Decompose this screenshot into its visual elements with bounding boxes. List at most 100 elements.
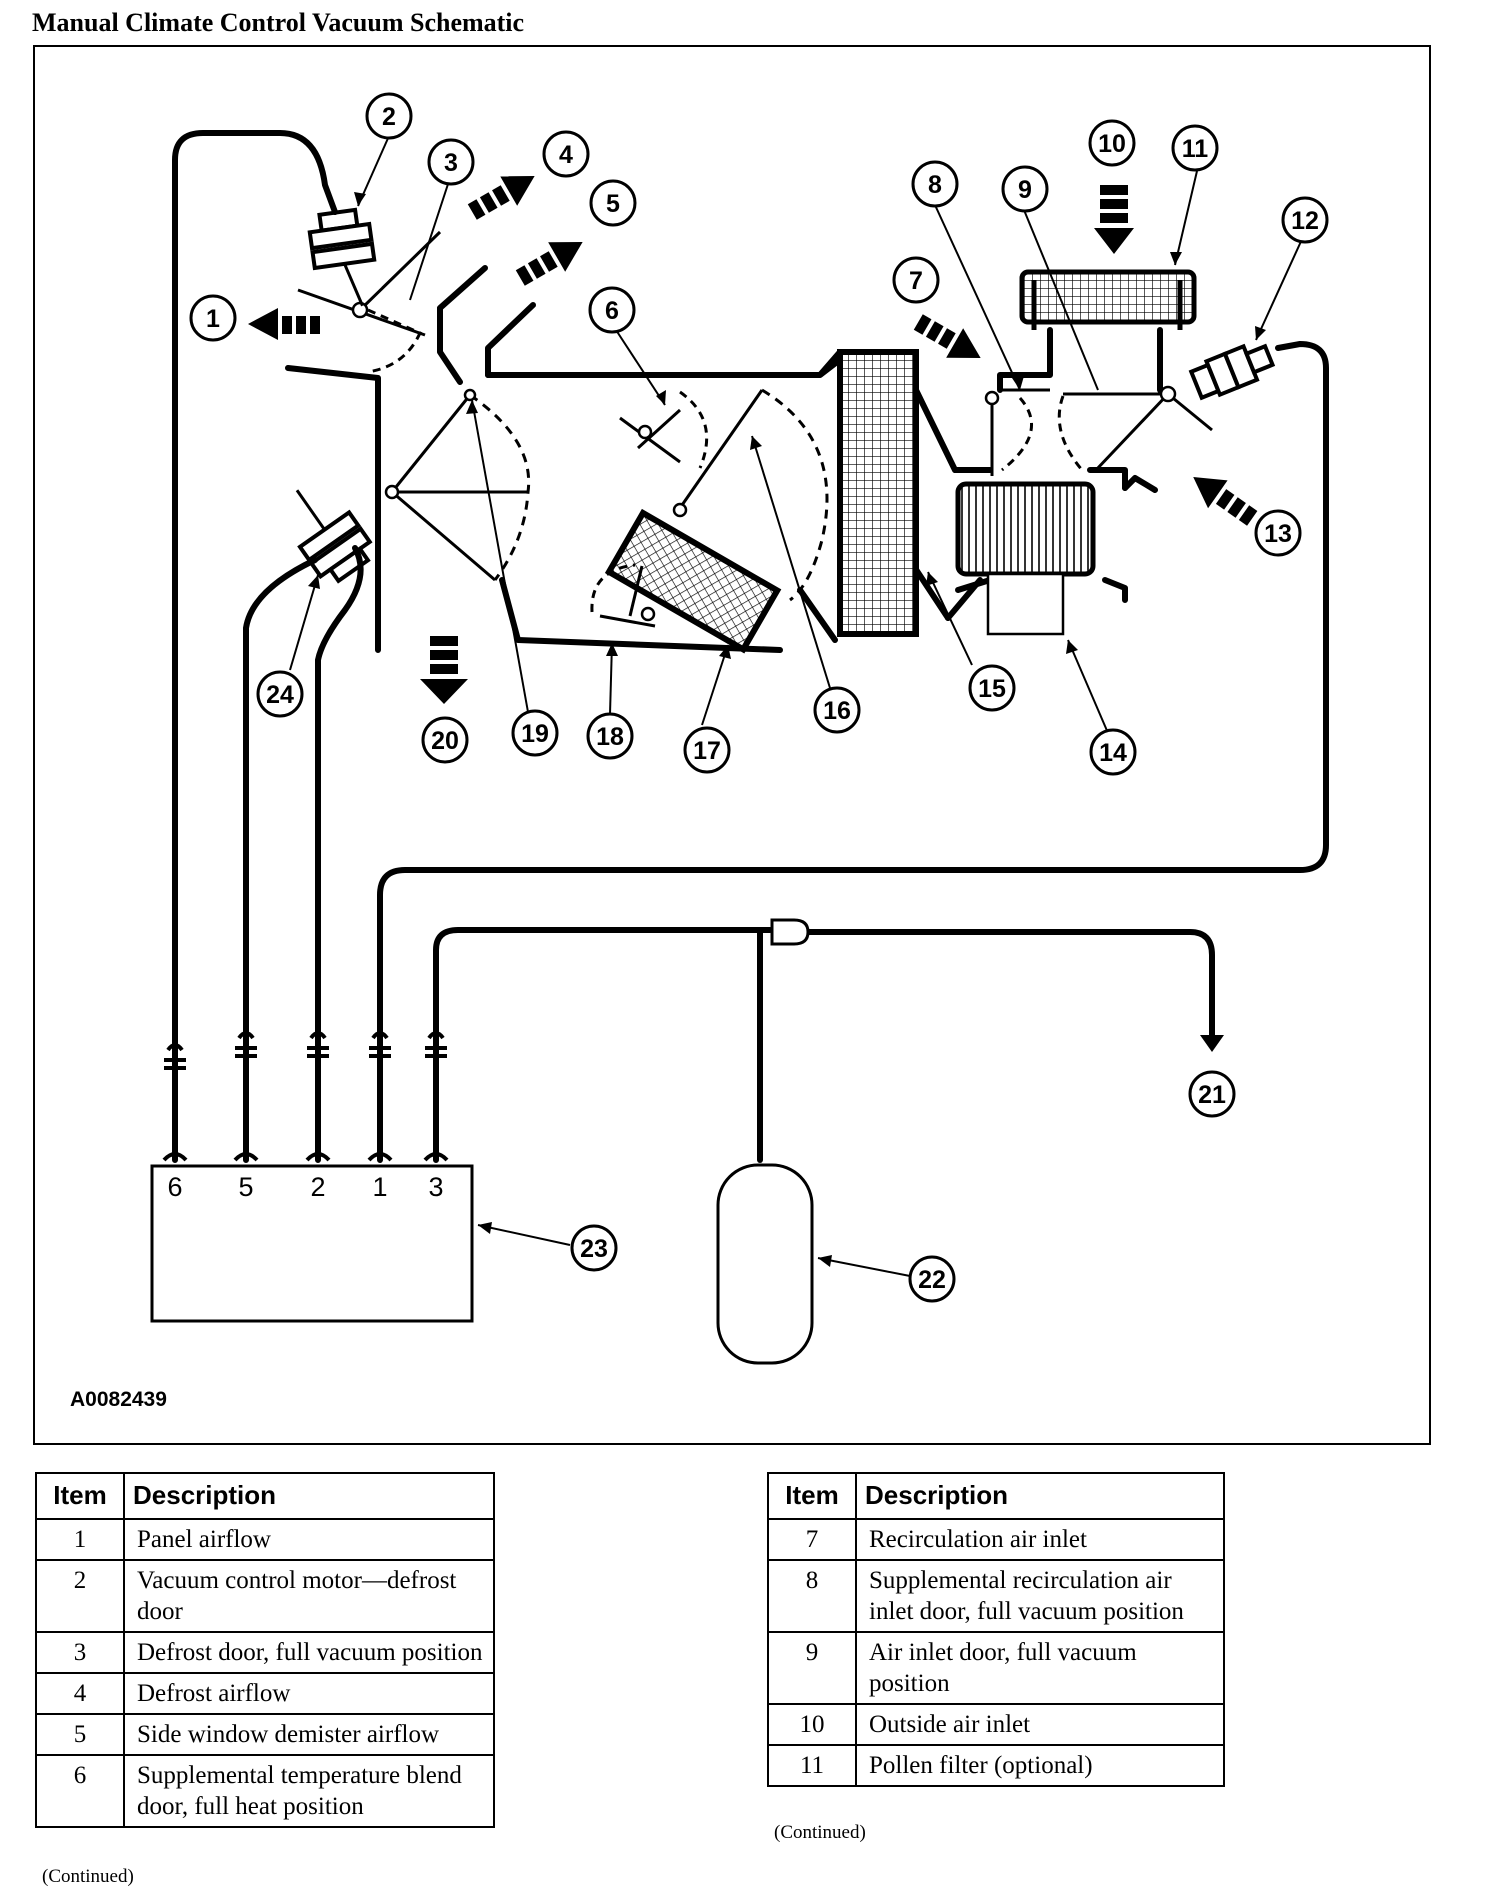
hose-connectors — [162, 1031, 449, 1162]
svg-text:5: 5 — [238, 1172, 253, 1202]
item-cell: 9 — [767, 1631, 857, 1705]
callout-14: 14 — [1089, 728, 1137, 776]
svg-text:14: 14 — [1099, 739, 1127, 767]
continued-label-left: (Continued) — [42, 1866, 134, 1887]
description-cell: Air inlet door, full vacuum position — [855, 1631, 1225, 1705]
page-title: Manual Climate Control Vacuum Schematic — [32, 8, 525, 37]
svg-text:17: 17 — [693, 737, 721, 765]
svg-text:2: 2 — [382, 103, 396, 131]
callout-19: 19 — [511, 709, 559, 757]
vacuum-reservoir — [716, 1163, 814, 1365]
callout-2: 2 — [365, 92, 413, 140]
callout-17: 17 — [683, 726, 731, 774]
continued-label-right: (Continued) — [774, 1822, 866, 1843]
svg-text:18: 18 — [596, 723, 624, 751]
description-cell: Defrost door, full vacuum position — [123, 1631, 495, 1674]
check-valve — [770, 918, 810, 946]
airflow-arrows — [248, 176, 1258, 704]
svg-text:16: 16 — [823, 697, 851, 725]
callout-11: 11 — [1171, 124, 1219, 172]
svg-text:3: 3 — [428, 1172, 443, 1202]
item-cell: 11 — [767, 1744, 857, 1787]
svg-text:5: 5 — [606, 190, 620, 218]
vacuum-schematic-diagram: 6 5 2 1 3 — [33, 45, 1431, 1445]
svg-text:11: 11 — [1182, 135, 1209, 163]
door-pivots — [351, 301, 1177, 622]
svg-text:6: 6 — [167, 1172, 182, 1202]
svg-text:6: 6 — [605, 297, 619, 325]
arrow-21 — [1200, 1035, 1224, 1052]
svg-text:2: 2 — [310, 1172, 325, 1202]
item-cell: 4 — [35, 1672, 125, 1715]
description-cell: Panel airflow — [123, 1518, 495, 1561]
evaporator-core — [837, 349, 919, 637]
blower-motor — [986, 572, 1065, 636]
legend-header-row: Item Description — [35, 1472, 495, 1520]
description-cell: Pollen filter (optional) — [855, 1744, 1225, 1787]
item-cell: 6 — [35, 1754, 125, 1828]
svg-text:10: 10 — [1098, 130, 1126, 158]
svg-text:1: 1 — [206, 305, 220, 333]
blower-wheel — [955, 481, 1096, 577]
item-header: Item — [767, 1472, 857, 1520]
description-cell: Side window demister airflow — [123, 1713, 495, 1756]
callout-24: 24 — [256, 670, 304, 718]
hvac-housing — [285, 265, 1163, 653]
svg-text:7: 7 — [909, 267, 923, 295]
description-cell: Supplemental recirculation air inlet doo… — [855, 1559, 1225, 1633]
item-cell: 5 — [35, 1713, 125, 1756]
description-cell: Defrost airflow — [123, 1672, 495, 1715]
callout-16: 16 — [813, 686, 861, 734]
doors — [297, 230, 1213, 628]
callout-5: 5 — [589, 179, 637, 227]
svg-text:15: 15 — [978, 675, 1006, 703]
svg-text:19: 19 — [521, 720, 549, 748]
description-cell: Recirculation air inlet — [855, 1518, 1225, 1561]
airflow-arrow-5 — [515, 242, 583, 286]
pollen-filter — [1019, 269, 1197, 325]
callout-3: 3 — [427, 138, 475, 186]
airflow-arrow-10 — [1094, 185, 1134, 254]
legend-header-row: Item Description — [767, 1472, 1225, 1520]
diagram-frame — [33, 45, 1431, 1445]
callout-20: 20 — [421, 716, 469, 764]
callout-10: 10 — [1088, 119, 1136, 167]
vacuum-motor-24 — [295, 489, 373, 584]
callout-22: 22 — [908, 1255, 956, 1303]
item-cell: 3 — [35, 1631, 125, 1674]
svg-text:8: 8 — [928, 171, 942, 199]
svg-text:9: 9 — [1018, 176, 1032, 204]
callout-1: 1 — [189, 294, 237, 342]
callout-18: 18 — [586, 712, 634, 760]
airflow-arrow-1 — [248, 308, 320, 340]
item-cell: 1 — [35, 1518, 125, 1561]
vacuum-hoses — [172, 130, 1329, 1163]
description-cell: Outside air inlet — [855, 1703, 1225, 1746]
svg-text:22: 22 — [918, 1266, 946, 1294]
svg-text:3: 3 — [444, 149, 458, 177]
leader-lines — [289, 135, 1304, 1277]
svg-text:13: 13 — [1264, 520, 1292, 548]
callout-4: 4 — [542, 130, 590, 178]
item-cell: 2 — [35, 1559, 125, 1633]
callout-9: 9 — [1001, 165, 1049, 213]
description-header: Description — [123, 1472, 495, 1520]
svg-text:20: 20 — [431, 727, 459, 755]
control-port-labels: 6 5 2 1 3 — [167, 1172, 443, 1202]
vacuum-motor-12 — [1188, 343, 1276, 401]
svg-text:12: 12 — [1291, 207, 1319, 235]
heater-core — [604, 508, 782, 654]
svg-text:21: 21 — [1198, 1081, 1226, 1109]
leader-arrowheads — [308, 192, 1266, 1267]
svg-text:1: 1 — [372, 1172, 387, 1202]
